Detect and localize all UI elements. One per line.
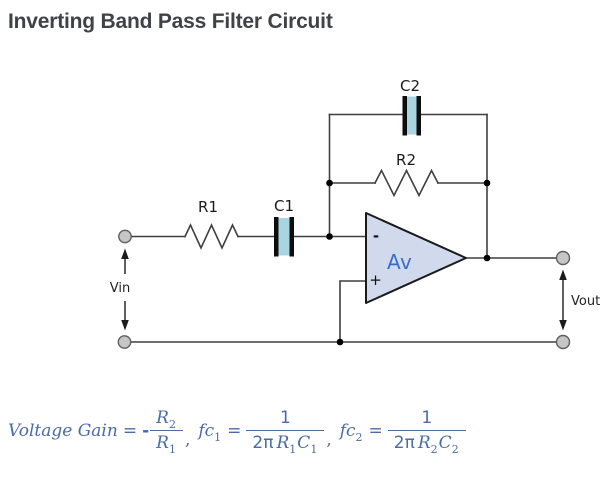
page-title: Inverting Band Pass Filter Circuit [8,10,333,33]
capacitor-c1 [274,217,294,257]
formula-fc1-den-c: C [297,433,311,453]
formula-fc1-base: fc [198,421,215,441]
junction-dot-r2-left [326,179,333,187]
vin-arrowhead-up [121,248,129,259]
formula-gain-den-sub: 1 [168,443,176,456]
formula-equals-1: = [122,421,138,441]
formula-equals-3: = [368,421,383,441]
wires [130,113,558,343]
formula-fc2-numerator: 1 [421,407,433,428]
junction-dot-r2-right [483,179,491,187]
formula-gain-den-base: R [156,433,169,453]
formula-fc2-den-r: R [417,433,431,453]
opamp-triangle [365,212,467,304]
vin-arrowhead-down [121,320,129,331]
formula-comma-2: , [326,430,332,450]
wire-noninverting-input [339,280,367,343]
formula-fc2-base: fc [339,421,356,441]
vin-label: Vin [110,281,130,296]
formula-comma-1: , [184,430,191,450]
formula-fc1-den-c-sub: 1 [310,443,318,456]
formula-minus-sign: - [142,421,150,441]
junction-dot-ground [336,338,344,346]
junction-dot-output [483,254,491,262]
junction-dots [326,179,491,346]
terminal-input-bottom [117,335,132,349]
formula-fc2-den-c: C [438,433,452,453]
vin-arrow [121,248,129,331]
formula-equals-2: = [227,421,242,441]
formula-fc1-numerator: 1 [279,407,291,428]
formula-fc1-den-r: R [276,433,290,453]
formula-gain-fraction: R2 R1 [150,407,183,456]
formula-gain-num-sub: 2 [168,417,176,431]
opamp-plus-sign: + [369,271,382,289]
resistor-r1-zigzag [183,223,240,250]
formula-fc2-sub: 2 [355,431,363,444]
terminals [117,229,571,350]
formula-fc1: fc1 [198,421,222,444]
opamp-minus-sign: - [373,227,379,245]
capacitor-c1-plate-left [274,217,279,257]
r1-label: R1 [198,198,218,216]
capacitor-c2-plate-right [416,96,421,136]
formula-gain-num-base: R [156,407,169,428]
c1-label: C1 [274,197,294,215]
formula-fc1-den-coeff: 2π [252,433,274,453]
terminal-output-top [555,250,571,266]
capacitor-c1-dielectric [277,218,292,256]
capacitor-c2-plate-left [402,96,407,136]
resistor-r2-zigzag [373,168,440,198]
r2-label: R2 [396,151,416,169]
terminal-input-top [118,229,132,244]
formula-fc2: fc2 [339,421,364,444]
formula-gain-denominator: R1 [150,430,183,456]
vout-arrowhead-down [559,320,567,331]
formula-fc1-den-r-sub: 1 [289,443,297,456]
formula-fc1-sub: 1 [214,431,222,444]
capacitor-c2 [402,96,421,136]
formula-fc2-den-r-sub: 2 [430,443,438,456]
formula-fc2-den-coeff: 2π [393,433,415,453]
terminal-output-bottom [555,334,571,350]
c2-label: C2 [400,77,420,95]
vout-arrowhead-up [559,269,567,280]
formula-gain-label: Voltage Gain [8,421,118,441]
opamp-gain-label: Av [387,250,412,274]
capacitor-c2-dielectric [405,96,419,135]
junction-dot-inverting-node [326,233,333,240]
formula-gain-numerator: R2 [150,407,183,431]
capacitor-c1-plate-right [289,217,294,257]
formula-fc2-den-c-sub: 2 [451,443,459,456]
vout-label: Vout [571,294,600,309]
vout-arrow [559,269,567,331]
